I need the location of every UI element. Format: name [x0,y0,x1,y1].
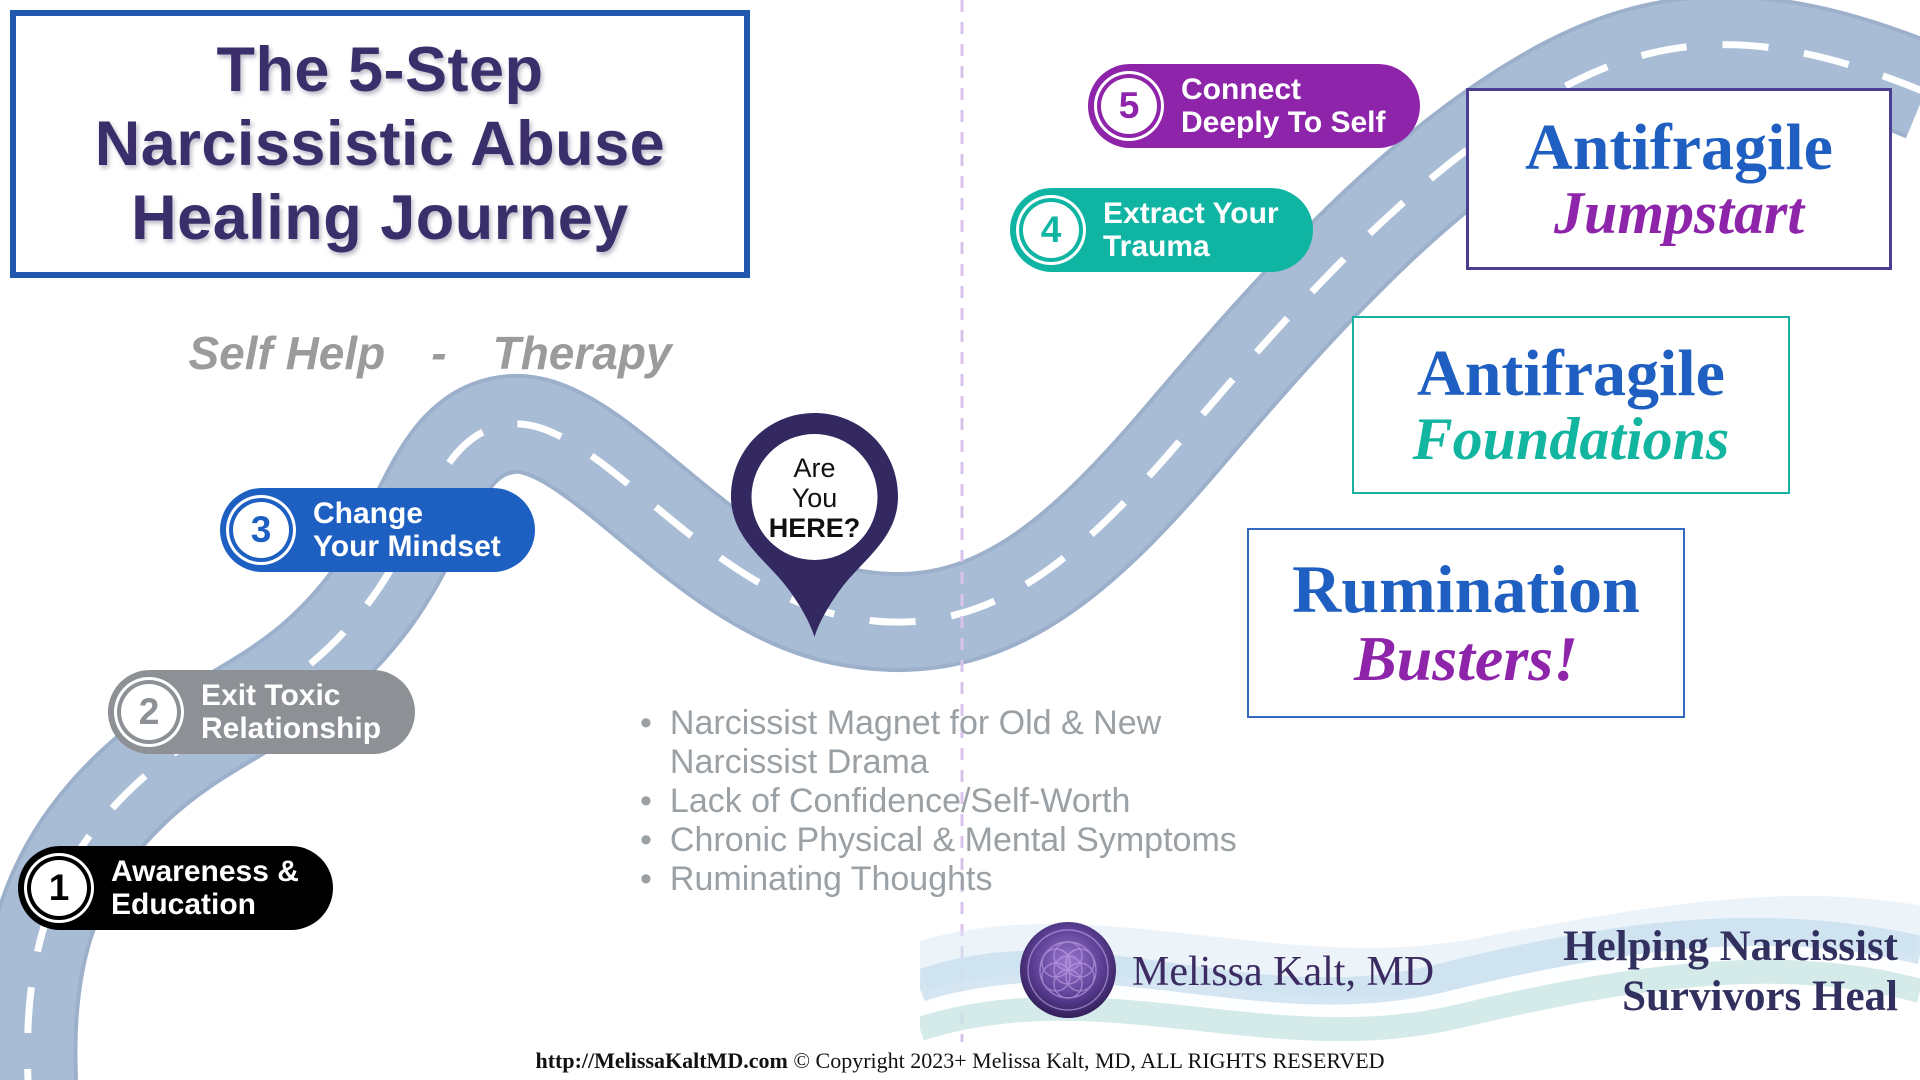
tagline-line-2: Survivors Heal [1622,973,1898,1020]
step-5-label: Connect Deeply To Self [1181,73,1386,139]
step-4-label-line-2: Trauma [1103,230,1210,263]
step-4-label-line-1: Extract Your [1103,197,1279,230]
step-4-extract-your-trauma: 4 Extract Your Trauma [1010,188,1313,272]
step-2-number-badge: 2 [121,684,177,740]
step-4-number-badge: 4 [1023,202,1079,258]
product-1-subtitle: Jumpstart [1553,180,1805,247]
tagline: Helping Narcissist Survivors Heal [1563,922,1898,1022]
subtitle: Self Help - Therapy [160,326,700,380]
subtitle-separator: - [431,327,447,379]
step-1-label: Awareness & Education [111,855,299,921]
subtitle-therapy: Therapy [492,327,672,379]
footer-copyright: http://MelissaKaltMD.com © Copyright 202… [0,1048,1920,1074]
step-5-label-line-1: Connect [1181,73,1301,106]
page-title-line-3: Healing Journey [131,183,629,254]
symptom-2-text: Lack of Confidence/Self-Worth [669,782,1131,820]
symptom-list: Narcissist Magnet for Old & New Narcissi… [640,704,1260,899]
symptom-item-text: Narcissist Magnet for Old & New Narcissi… [670,704,1161,782]
product-antifragile-jumpstart: Antifragile Jumpstart [1466,88,1892,270]
symptom-item: Lack of Confidence/Self-Worth [640,782,1260,821]
product-3-subtitle: Busters! [1353,623,1579,695]
step-2-exit-toxic-relationship: 2 Exit Toxic Relationship [108,670,416,754]
symptom-3-text: Chronic Physical & Mental Symptoms [669,821,1237,859]
product-2-title: Antifragile [1417,336,1725,410]
location-pin-icon [731,413,898,637]
symptom-item: Chronic Physical & Mental Symptoms [640,821,1260,860]
flower-of-life-logo-icon [1020,922,1116,1018]
step-5-number-badge: 5 [1101,78,1157,134]
step-4-label: Extract Your Trauma [1103,197,1279,263]
step-5-connect-deeply-to-self: 5 Connect Deeply To Self [1088,64,1420,148]
step-2-label: Exit Toxic Relationship [201,679,381,745]
product-3-title: Rumination [1292,550,1640,627]
brand-name: Melissa Kalt, MD [1132,949,1435,995]
symptom-1-line-2: Narcissist Drama [669,743,929,781]
symptom-4-text: Ruminating Thoughts [669,860,993,898]
step-3-change-your-mindset: 3 Change Your Mindset [220,488,535,572]
symptom-1-line-1: Narcissist Magnet for Old & New [669,704,1162,742]
subtitle-self-help: Self Help [188,327,386,379]
symptom-item: Narcissist Magnet for Old & New Narcissi… [640,704,1260,782]
step-2-label-line-2: Relationship [201,712,382,745]
product-antifragile-foundations: Antifragile Foundations [1352,316,1790,494]
step-1-label-line-1: Awareness & [111,855,299,888]
website-url: http://MelissaKaltMD.com [535,1048,788,1073]
pin-text-line-1: Are [793,453,836,483]
step-1-awareness-education: 1 Awareness & Education [18,846,333,930]
title-box: The 5-Step Narcissistic Abuse Healing Jo… [10,10,750,278]
product-2-subtitle: Foundations [1412,406,1730,473]
product-rumination-busters: Rumination Busters! [1247,528,1685,718]
pin-text-line-3: HERE? [768,513,861,543]
step-3-number-badge: 3 [233,502,289,558]
step-2-label-line-1: Exit Toxic [201,679,341,712]
symptom-item: Ruminating Thoughts [640,860,1260,899]
pin-text: Are You HERE? [727,453,902,543]
copyright-text: © Copyright 2023+ Melissa Kalt, MD, ALL … [793,1048,1385,1073]
step-3-label-line-2: Your Mindset [313,530,501,563]
step-3-label-line-1: Change [313,497,424,530]
page-title-line-1: The 5-Step [216,34,544,105]
are-you-here-pin: Are You HERE? [727,409,902,641]
page-title-line-2: Narcissistic Abuse [94,108,666,179]
tagline-line-1: Helping Narcissist [1563,923,1898,970]
product-1-title: Antifragile [1525,110,1833,184]
step-1-number-badge: 1 [31,860,87,916]
step-3-label: Change Your Mindset [313,497,501,563]
pin-text-line-2: You [791,483,838,513]
step-1-label-line-2: Education [111,888,257,921]
step-5-label-line-2: Deeply To Self [1181,106,1386,139]
